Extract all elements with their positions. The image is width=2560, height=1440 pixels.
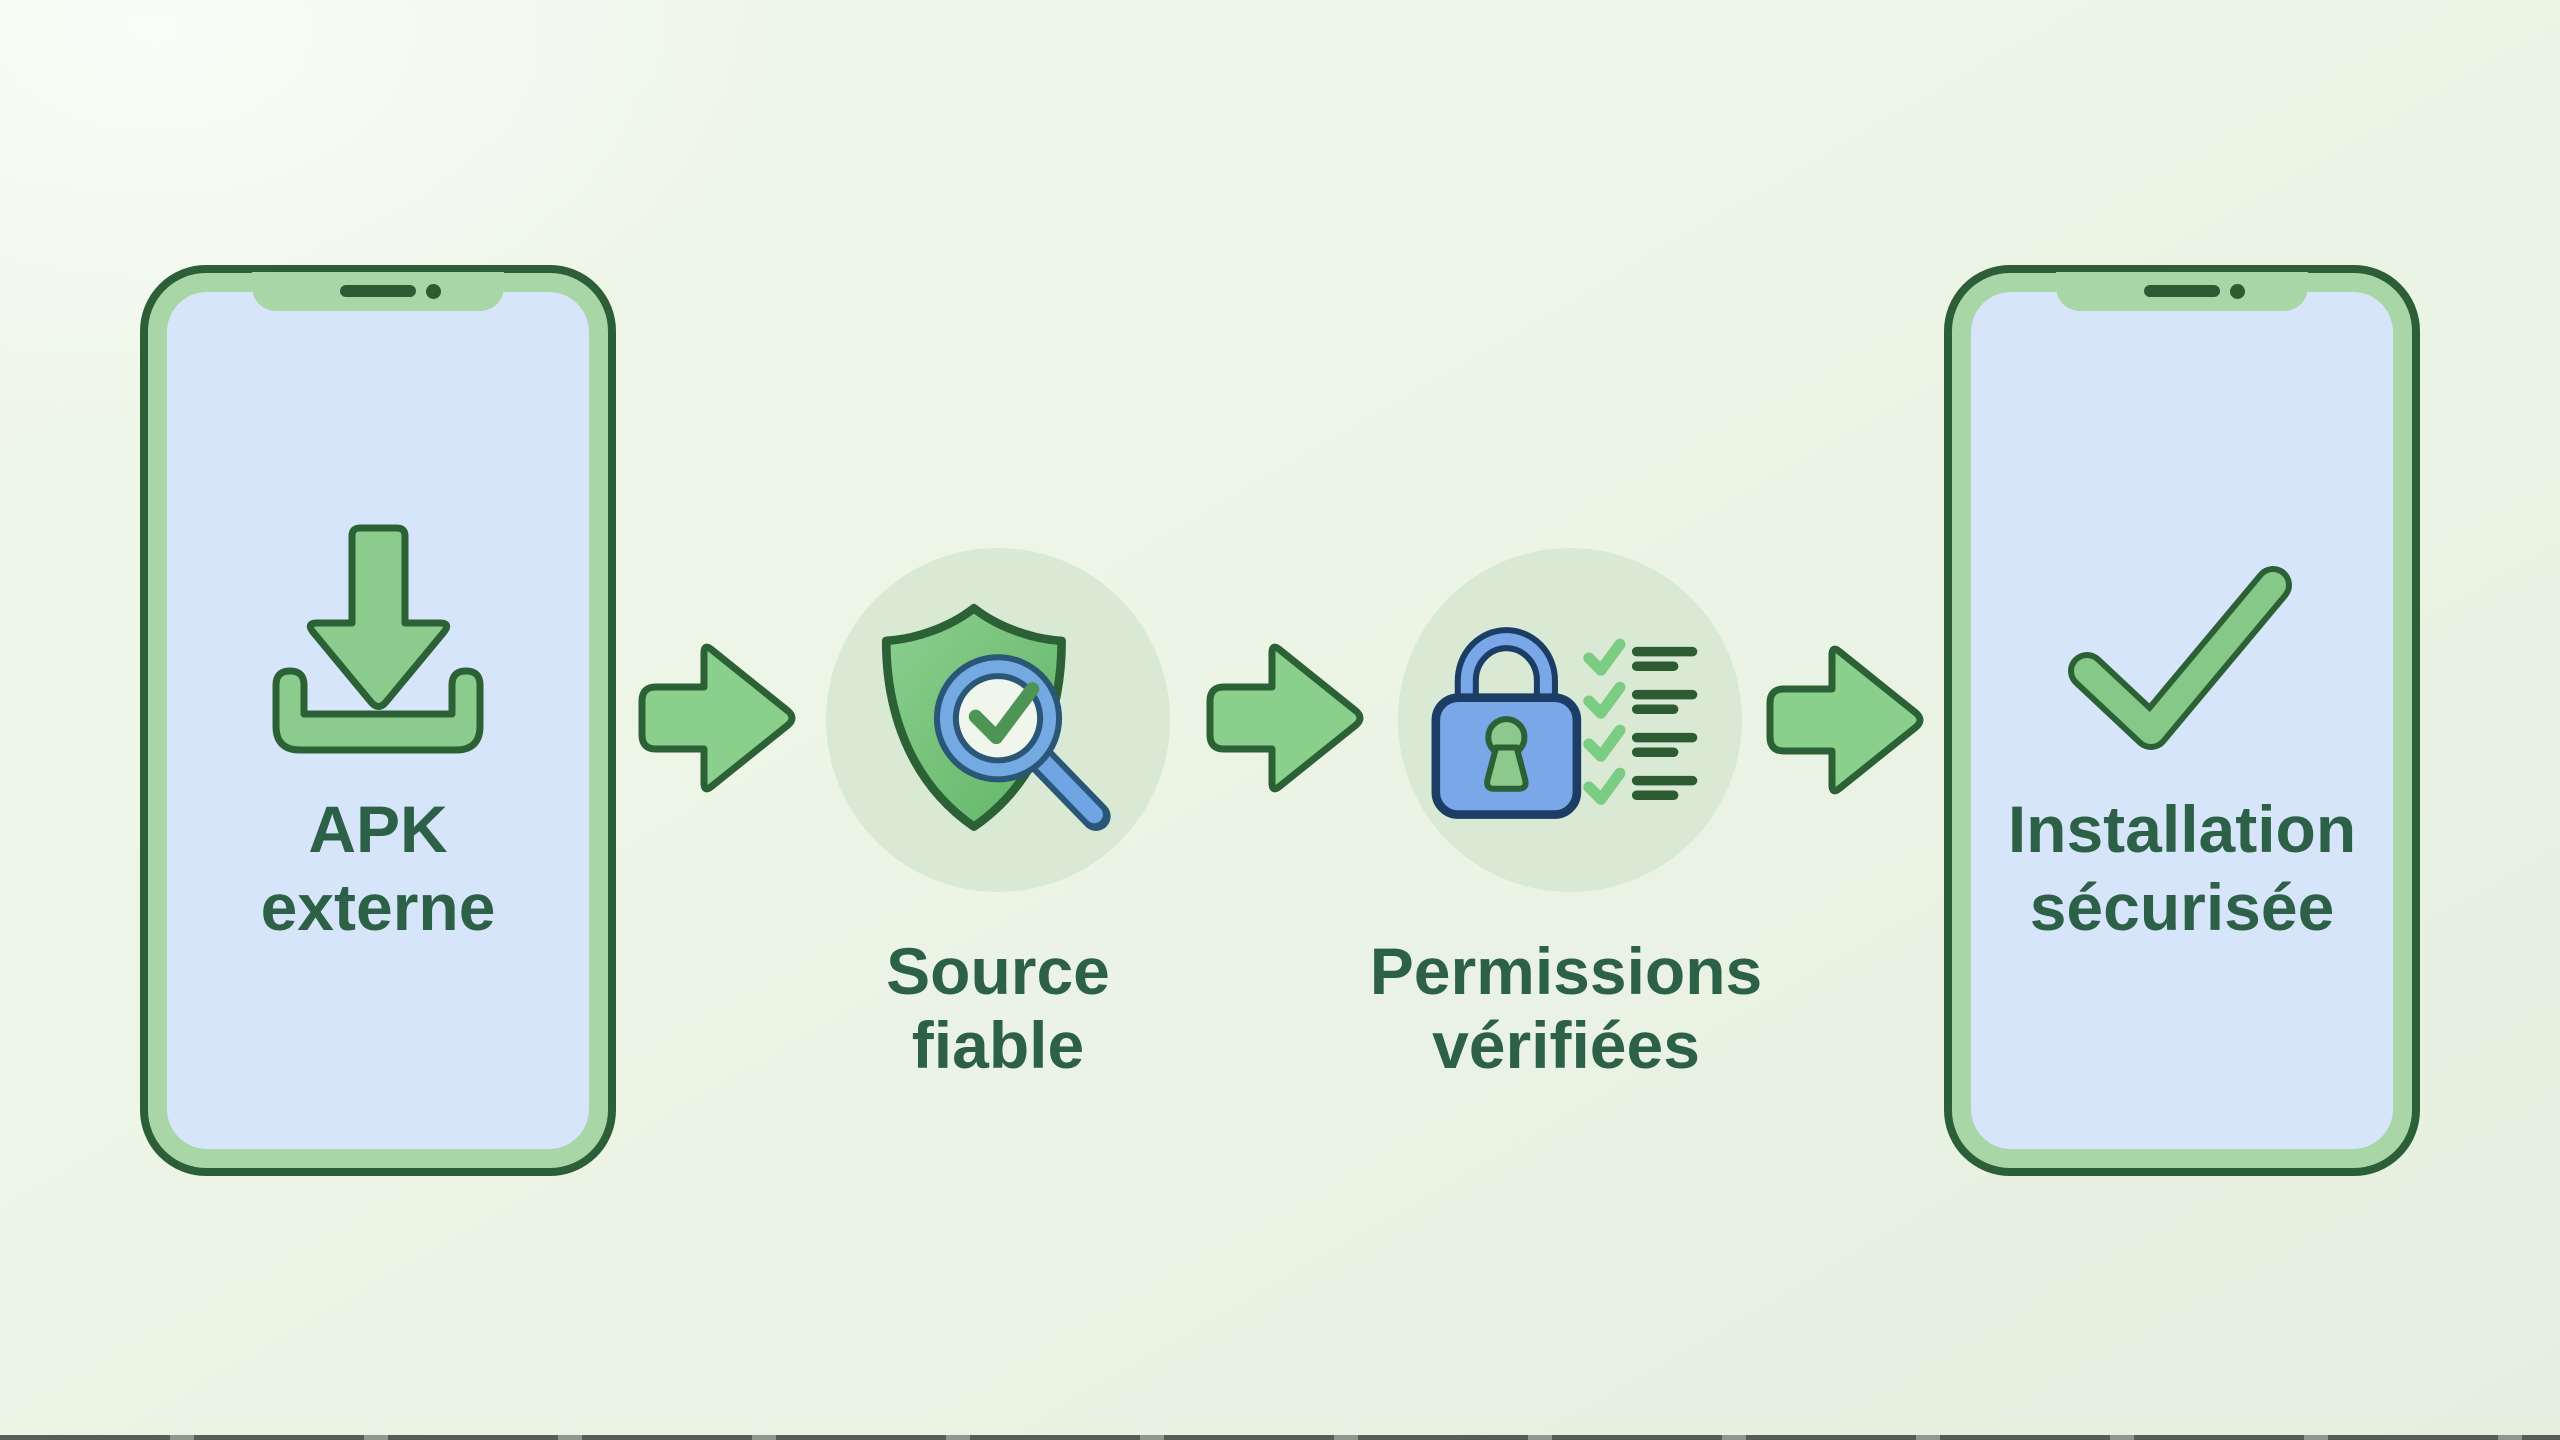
label-line: fiable <box>911 1008 1085 1082</box>
arrow-right-icon <box>1206 643 1364 793</box>
label-line: APK <box>308 792 448 866</box>
step-label-installation-securisee: Installation sécurisée <box>1952 790 2412 946</box>
lock-shackle <box>1460 633 1552 712</box>
lens-check-icon <box>968 682 1040 745</box>
step-label-permissions-verifiees: Permissions vérifiées <box>1286 934 1846 1082</box>
magnifier-lens <box>937 658 1059 779</box>
step-label-apk-externe: APK externe <box>148 790 608 946</box>
magnifier-ring-inner <box>952 673 1044 764</box>
badge-source-fiable <box>826 548 1170 892</box>
step-label-source-fiable: Source fiable <box>718 934 1278 1082</box>
magnifier-handle <box>1034 752 1103 824</box>
speaker-icon <box>2144 285 2220 297</box>
badge-permissions-verifiees <box>1398 548 1742 892</box>
phone-installation-securisee: Installation sécurisée <box>1944 265 2420 1176</box>
shield-magnifier-icon <box>881 603 1111 831</box>
camera-dot-icon <box>2230 284 2245 299</box>
phone-notch <box>2056 272 2308 311</box>
label-line: Source <box>886 934 1110 1008</box>
lock-checklist-icon <box>1431 627 1698 819</box>
download-icon <box>272 524 484 754</box>
checklist-icon <box>1583 638 1698 805</box>
label-line: Permissions <box>1369 934 1763 1008</box>
bottom-edge-strip <box>0 1435 2560 1440</box>
checkmark-icon <box>2068 566 2292 750</box>
phone-notch <box>252 272 504 311</box>
keyhole-stem <box>1484 744 1529 792</box>
label-line: Installation <box>2007 792 2357 866</box>
camera-dot-icon <box>426 284 441 299</box>
phone-apk-externe: APK externe <box>140 265 616 1176</box>
label-line: vérifiées <box>1432 1008 1700 1082</box>
label-line: sécurisée <box>2029 870 2335 944</box>
label-line: externe <box>260 870 496 944</box>
speaker-icon <box>340 285 416 297</box>
magnifier-ring-outer <box>933 654 1063 783</box>
arrow-right-icon <box>1766 645 1924 795</box>
arrow-right-icon <box>638 643 796 793</box>
